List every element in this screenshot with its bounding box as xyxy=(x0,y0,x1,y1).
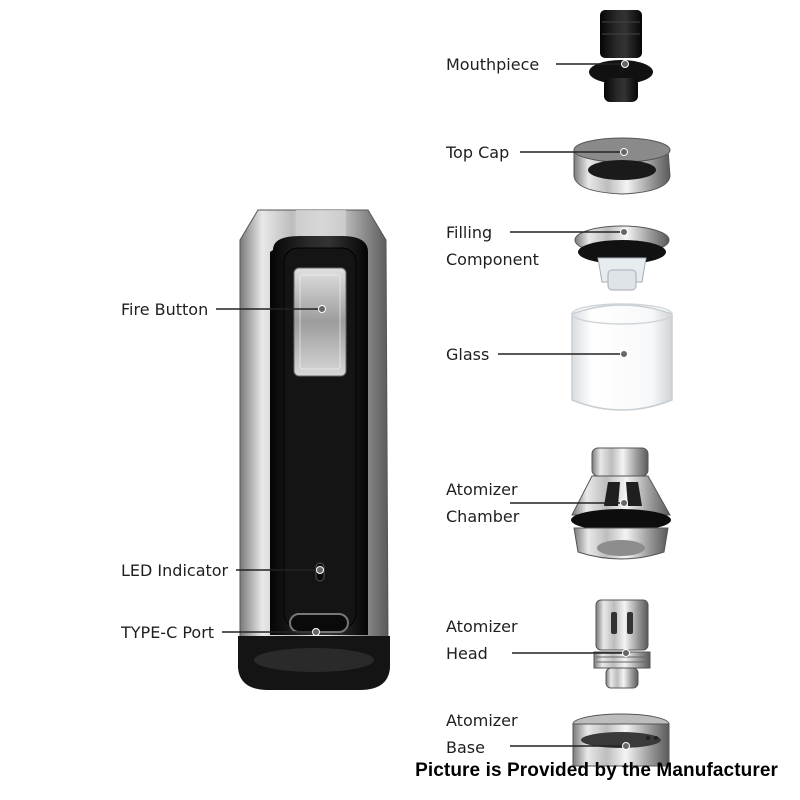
glass-part xyxy=(571,303,673,411)
top-cap-part xyxy=(573,137,671,195)
label-typec-port: TYPE-C Port xyxy=(121,623,215,642)
label-top-cap: Top Cap xyxy=(446,143,510,162)
filling-component-part xyxy=(574,225,670,291)
manufacturer-credit: Picture is Provided by the Manufacturer xyxy=(415,760,778,781)
label-glass: Glass xyxy=(446,345,490,364)
mouthpiece-part xyxy=(589,10,653,102)
label-atomizer-chamber: Atomizer Chamber xyxy=(446,480,520,526)
label-atomizer-head: Atomizer Head xyxy=(446,617,518,663)
label-fire-button: Fire Button xyxy=(121,300,209,319)
label-led-indicator: LED Indicator xyxy=(121,561,229,580)
mod-body xyxy=(238,209,390,690)
label-mouthpiece: Mouthpiece xyxy=(446,55,540,74)
atomizer-base-part xyxy=(572,713,670,767)
atomizer-chamber-part xyxy=(571,447,671,560)
leader-dots xyxy=(312,60,630,750)
label-atomizer-base: Atomizer Base xyxy=(446,711,518,757)
atomizer-head-part xyxy=(593,599,651,689)
leader-lines xyxy=(216,63,626,747)
label-filling-component: Filling Component xyxy=(446,223,539,269)
